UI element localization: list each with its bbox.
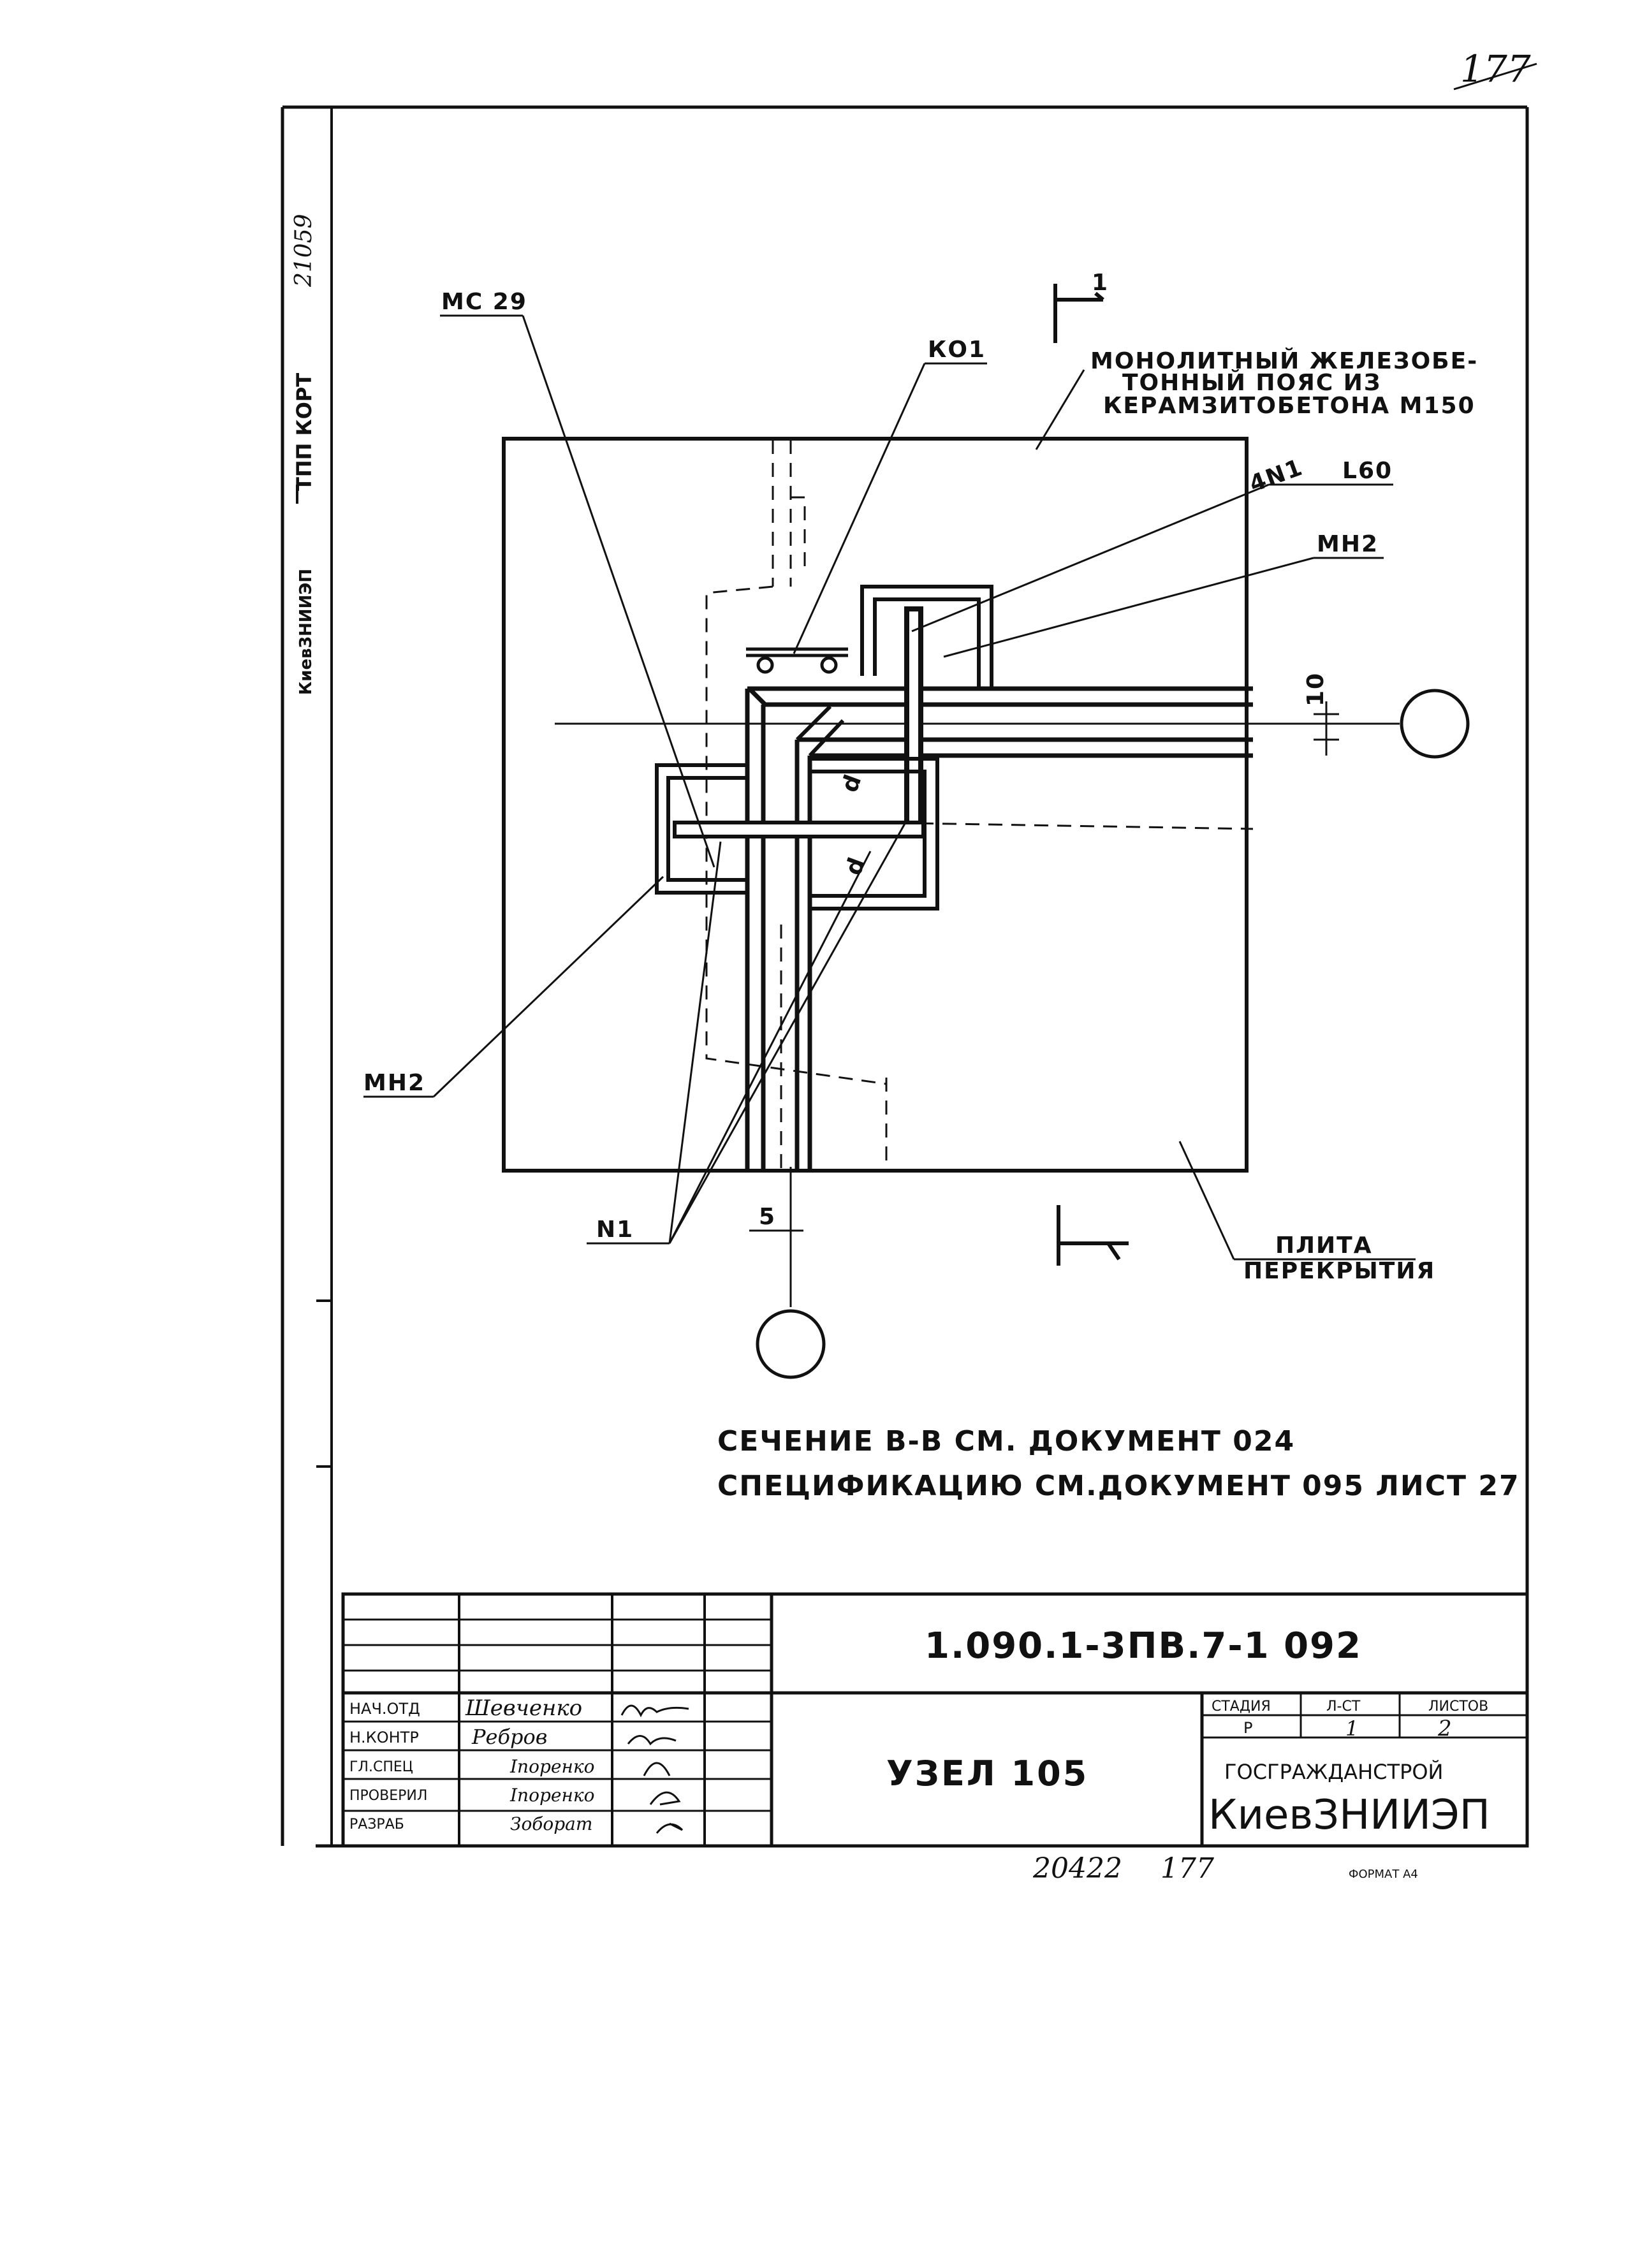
label-dim-10: 10 [1303, 672, 1329, 706]
sheet-value: 1 [1345, 1716, 1358, 1741]
title-block [341, 1592, 1529, 1848]
embedded-channel [745, 686, 1253, 1171]
label-belt-line-2: ТОННЫЙ ПОЯС ИЗ [1122, 369, 1382, 396]
axis-lines [555, 701, 1400, 1307]
side-stamp-org: КиевЗНИИЭП [297, 569, 316, 695]
label-slab-line-1: ПЛИТА [1275, 1233, 1373, 1259]
axis-marker-right [1400, 689, 1470, 759]
section-mark-top [1053, 284, 1104, 343]
side-stamp: КиевЗНИИЭП ТПП КОРТ 21059 [291, 214, 317, 695]
label-ko1: КО1 [928, 337, 986, 363]
drawing-labels: МС 29 КО1 1 МОНОЛИТНЫЙ ЖЕЛЕЗОБЕ- ТОННЫЙ … [363, 270, 1478, 1284]
name-4: Зоборат [510, 1813, 592, 1834]
name-2: Іпоренко [509, 1756, 594, 1777]
note-section: СЕЧЕНИЕ В-В СМ. ДОКУМЕНТ 024 [717, 1425, 1295, 1458]
sheets-header: ЛИСТОВ [1428, 1699, 1488, 1715]
node-drawing [363, 284, 1470, 1379]
diagonal-bar [795, 705, 845, 757]
footer-page: 177 [1161, 1852, 1214, 1885]
role-2: ГЛ.СПЕЦ [349, 1759, 413, 1775]
label-slab-line-2: ПЕРЕКРЫТИЯ [1243, 1258, 1435, 1284]
sheet-header: Л-СТ [1326, 1699, 1361, 1715]
title-block-text: 1.090.1-3ПВ.7-1 092 УЗЕЛ 105 НАЧ.ОТД Н.К… [349, 1625, 1490, 1839]
leader-lines [363, 314, 1416, 1261]
angle-l60 [904, 606, 923, 835]
note-specification: СПЕЦИФИКАЦИЮ СМ.ДОКУМЕНТ 095 ЛИСТ 27 [717, 1470, 1520, 1502]
stage-value: Р [1243, 1719, 1252, 1737]
label-d-1: d [837, 770, 867, 796]
format-label: ФОРМАТ А4 [1349, 1868, 1418, 1881]
stage-header: СТАДИЯ [1212, 1699, 1271, 1715]
label-belt-line-3: КЕРАМЗИТОБЕТОНА М150 [1103, 393, 1476, 419]
role-1: Н.КОНТР [349, 1729, 419, 1746]
label-4n1: 4N1 [1246, 454, 1307, 497]
archive-number: 20422 [1032, 1852, 1122, 1885]
hook-ko1 [746, 647, 848, 674]
footer: 20422 177 ФОРМАТ А4 [1032, 1852, 1418, 1885]
signatures [620, 1704, 689, 1834]
label-section-mark: 1 [1092, 270, 1109, 296]
label-dim-5: 5 [759, 1204, 776, 1230]
drawing-title: УЗЕЛ 105 [886, 1753, 1088, 1794]
drawing-notes: СЕЧЕНИЕ В-В СМ. ДОКУМЕНТ 024 СПЕЦИФИКАЦИ… [717, 1425, 1520, 1502]
org-line-2: КиевЗНИИЭП [1208, 1792, 1490, 1839]
side-stamp-number: 21059 [291, 214, 317, 288]
role-0: НАЧ.ОТД [349, 1700, 420, 1718]
doc-code: 1.090.1-3ПВ.7-1 092 [925, 1625, 1362, 1667]
sheets-value: 2 [1437, 1716, 1452, 1741]
label-l60: L60 [1342, 458, 1393, 484]
anchor-bar [673, 821, 925, 838]
name-1: Ребров [471, 1725, 547, 1749]
label-belt-line-1: МОНОЛИТНЫЙ ЖЕЛЕЗОБЕ- [1090, 348, 1478, 374]
role-3: ПРОВЕРИЛ [349, 1788, 427, 1804]
label-mh2-left: МН2 [363, 1070, 425, 1096]
side-stamp-dept: ТПП КОРТ [292, 373, 316, 491]
dashed-column [705, 440, 1254, 1171]
section-mark-bottom [1057, 1205, 1129, 1266]
label-mh2-right: МН2 [1317, 531, 1379, 557]
label-mc29: МС 29 [441, 289, 527, 315]
concrete-outline [502, 437, 1249, 1173]
embedded-plate-upper [860, 585, 993, 689]
axis-marker-bottom [756, 1309, 826, 1379]
name-3: Іпоренко [509, 1785, 594, 1806]
role-4: РАЗРАБ [349, 1817, 404, 1833]
org-line-1: ГОСГРАЖДАНСТРОЙ [1224, 1760, 1443, 1784]
label-n1: N1 [596, 1217, 634, 1243]
name-0: Шевченко [465, 1695, 582, 1721]
